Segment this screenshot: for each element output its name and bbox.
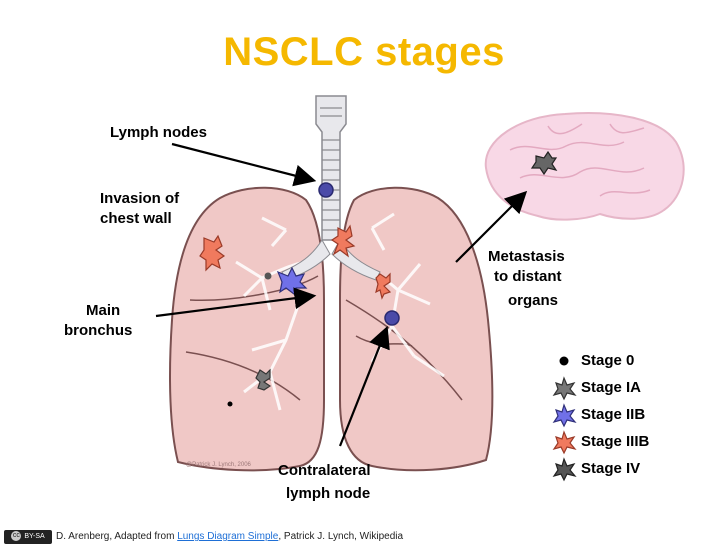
arrow-main-bronchus	[155, 287, 317, 318]
legend-label: Stage IV	[581, 460, 641, 477]
label-invasion-line1: Invasion of	[100, 190, 180, 207]
arrow-lymph-nodes	[171, 142, 317, 187]
legend-item-stage-iib: Stage IIB	[550, 402, 670, 428]
tumor-stage-iiib-mediastinal	[330, 224, 356, 258]
contralateral-node-dot	[384, 310, 400, 326]
label-invasion-line2: chest wall	[100, 210, 172, 227]
tumor-stage-iv-brain	[530, 150, 558, 176]
legend-item-stage-ia: Stage IA	[550, 375, 670, 401]
lymph-node-dot	[318, 182, 334, 198]
tumor-blob-icon	[552, 430, 577, 455]
tumor-stage-ia	[255, 368, 272, 391]
tumor-blob-icon	[552, 376, 577, 401]
pointer-arrows	[155, 142, 528, 447]
legend-label: Stage IA	[581, 379, 642, 396]
trachea-illustration	[315, 95, 347, 241]
legend-label: Stage IIB	[581, 406, 646, 423]
page-title: NSCLC stages	[223, 30, 505, 74]
label-main-line1: Main	[86, 302, 121, 319]
label-metastasis-line1: Metastasis	[488, 248, 565, 265]
credit-link[interactable]: Lungs Diagram Simple	[177, 531, 279, 542]
label-contralateral-line1: Contralateral	[278, 462, 371, 479]
credit-suffix: , Patrick J. Lynch, Wikipedia	[278, 531, 404, 542]
legend-item-stage-0: Stage 0	[550, 348, 670, 374]
license-label: BY-SA	[24, 533, 45, 540]
tumor-stage-iiib-contralateral	[375, 272, 392, 300]
legend-label: Stage 0	[581, 352, 635, 369]
left-lung	[339, 186, 494, 472]
label-metastasis-line3: organs	[508, 292, 559, 309]
dot-icon	[559, 356, 569, 366]
tumor-stage-iiib-chest-wall	[199, 234, 226, 272]
legend-label: Stage IIIB	[581, 433, 650, 450]
label-main-line2: bronchus	[64, 322, 133, 339]
legend-item-stage-iv: Stage IV	[550, 456, 670, 482]
stage-0-dot	[227, 401, 233, 407]
label-contralateral-line2: lymph node	[286, 485, 371, 502]
legend-item-stage-iiib: Stage IIIB	[550, 429, 670, 455]
artist-watermark: @Patrick J. Lynch, 2006	[186, 462, 252, 468]
cc-icon: cc	[11, 531, 22, 542]
brain-illustration	[484, 112, 685, 221]
arrow-contralateral	[338, 325, 390, 447]
credit-text: D. Arenberg, Adapted from Lungs Diagram …	[56, 531, 403, 542]
stage-legend: Stage 0 Stage IA Stage IIB Stage IIIB St…	[550, 348, 660, 484]
tumor-blob-icon	[552, 457, 577, 482]
label-lymph-nodes: Lymph nodes	[110, 124, 207, 141]
right-lung	[169, 186, 325, 472]
label-metastasis-line2: to distant	[494, 268, 562, 285]
tumor-blob-icon	[552, 403, 577, 428]
arrow-metastasis	[455, 190, 528, 263]
credit-prefix: D. Arenberg, Adapted from	[56, 531, 178, 542]
